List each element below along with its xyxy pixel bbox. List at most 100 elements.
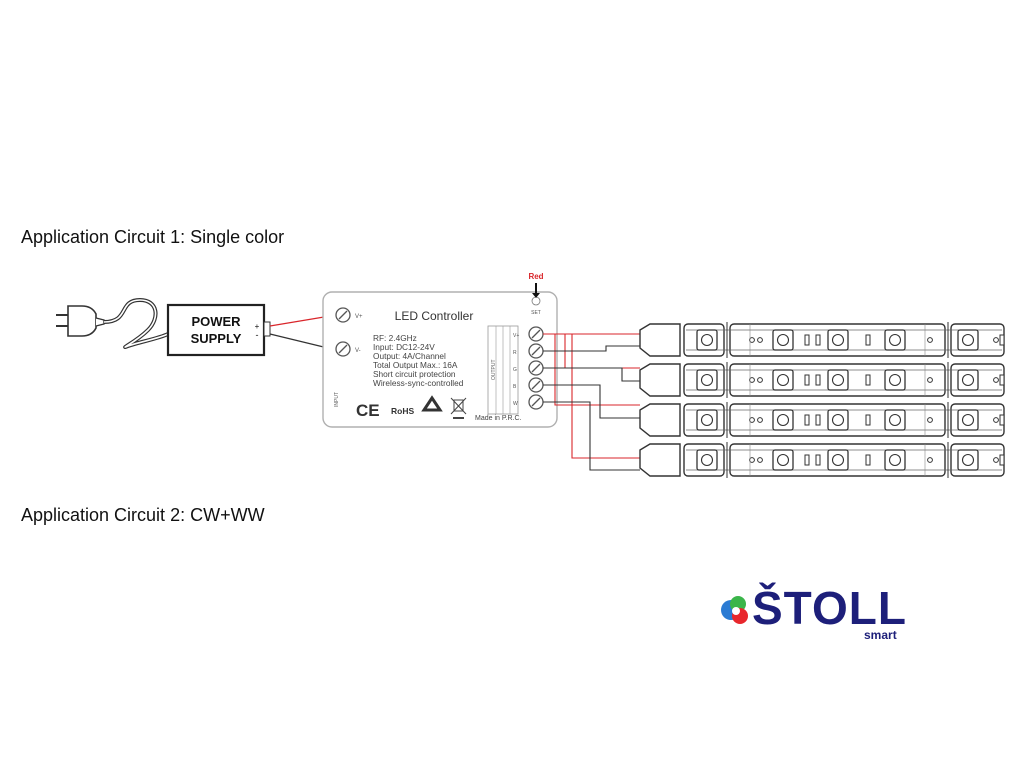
resistor-icon: [865, 374, 871, 386]
led-strip: [639, 442, 1005, 478]
output-screw-icon: [528, 326, 544, 342]
set-button-icon: [531, 296, 541, 306]
strip-connector: [639, 323, 681, 357]
circuit-2-heading: Application Circuit 2: CW+WW: [21, 505, 265, 525]
led-lens-icon: [831, 373, 845, 387]
led-lens-icon: [831, 413, 845, 427]
input-label: INPUT: [334, 392, 340, 407]
spec-line: Output: 4A/Channel: [373, 351, 446, 361]
led-lens-icon: [776, 453, 790, 467]
strip-connector: [639, 443, 681, 477]
solder-pad-icon: [993, 457, 999, 463]
led-lens-icon: [776, 333, 790, 347]
solder-pad-icon: [749, 377, 755, 383]
ps-minus-label: -: [256, 330, 259, 340]
power-supply-line1: POWER: [191, 314, 241, 329]
controller-title: LED Controller: [395, 309, 474, 323]
resistor-icon: [865, 334, 871, 346]
led-lens-icon: [831, 333, 845, 347]
led-strips: [639, 322, 1005, 478]
terminal-label: G: [513, 367, 517, 373]
resistor-icon: [865, 454, 871, 466]
resistor-icon: [804, 454, 810, 466]
terminal-label: V+: [513, 333, 519, 339]
spec-line: Wireless-sync-controlled: [373, 378, 464, 388]
resistor-icon: [999, 334, 1005, 346]
strip-connector: [639, 363, 681, 397]
solder-pad-icon: [927, 337, 933, 343]
led-lens-icon: [831, 453, 845, 467]
stoll-logo: ŠTOLL smart: [718, 582, 928, 646]
rohs-mark: RoHS: [391, 406, 414, 416]
led-lens-icon: [888, 413, 902, 427]
circuit-1-heading: Application Circuit 1: Single color: [21, 227, 285, 247]
led-strip: [639, 322, 1005, 358]
led-strip: [639, 402, 1005, 438]
logo-wordmark: ŠTOLL: [752, 582, 907, 634]
strip-connector: [639, 403, 681, 437]
vplus-label: V+: [355, 314, 363, 320]
solder-pad-icon: [993, 337, 999, 343]
output-label: OUTPUT: [491, 359, 497, 380]
weee-bin-icon: [450, 397, 467, 419]
solder-pad-icon: [749, 457, 755, 463]
solder-pad-icon: [993, 377, 999, 383]
spec-line: Input: DC12-24V: [373, 342, 435, 352]
solder-pad-icon: [749, 337, 755, 343]
resistor-icon: [804, 374, 810, 386]
ps-plus-label: +: [255, 322, 260, 331]
spec-line: Short circuit protection: [373, 369, 456, 379]
led-lens-icon: [961, 453, 975, 467]
output-screw-icon: [528, 343, 544, 359]
led-lens-icon: [888, 333, 902, 347]
solder-pad-icon: [749, 417, 755, 423]
led-controller: V+ V- LED Controller RF: 2.4GHz Input: D…: [322, 291, 558, 428]
solder-pad-icon: [757, 417, 763, 423]
vminus-label: V-: [355, 348, 361, 354]
output-screw-icon: [528, 377, 544, 393]
solder-pad-icon: [757, 337, 763, 343]
set-label: SET: [531, 310, 541, 316]
resistor-icon: [815, 334, 821, 346]
logo-subtitle: smart: [864, 628, 897, 642]
led-lens-icon: [700, 373, 714, 387]
down-arrow-icon: [532, 283, 540, 298]
led-lens-icon: [961, 333, 975, 347]
power-plug-icon: [56, 305, 105, 337]
recycle-icon: [421, 395, 443, 412]
led-lens-icon: [961, 413, 975, 427]
resistor-icon: [804, 414, 810, 426]
solder-pad-icon: [757, 457, 763, 463]
made-in-label: Made in P.R.C.: [475, 415, 522, 422]
spec-line: Total Output Max.: 16A: [373, 360, 458, 370]
led-lens-icon: [888, 453, 902, 467]
resistor-icon: [815, 454, 821, 466]
logo-color-dot-icon: [721, 596, 748, 624]
led-lens-icon: [888, 373, 902, 387]
resistor-icon: [815, 374, 821, 386]
led-lens-icon: [700, 453, 714, 467]
resistor-icon: [999, 374, 1005, 386]
terminal-label: R: [513, 350, 517, 356]
led-strip: [639, 362, 1005, 398]
red-annotation-label: Red: [528, 272, 543, 281]
solder-pad-icon: [927, 457, 933, 463]
resistor-icon: [804, 334, 810, 346]
led-lens-icon: [961, 373, 975, 387]
led-lens-icon: [700, 333, 714, 347]
ce-mark: CE: [356, 401, 380, 420]
spec-line: RF: 2.4GHz: [373, 333, 417, 343]
led-lens-icon: [700, 413, 714, 427]
led-lens-icon: [776, 373, 790, 387]
output-screw-icon: [528, 360, 544, 376]
output-wiring: [543, 333, 640, 471]
solder-pad-icon: [757, 377, 763, 383]
solder-pad-icon: [993, 417, 999, 423]
solder-pad-icon: [927, 377, 933, 383]
resistor-icon: [815, 414, 821, 426]
resistor-icon: [999, 454, 1005, 466]
output-screw-icon: [528, 394, 544, 410]
power-supply: POWER SUPPLY + -: [166, 303, 271, 357]
led-lens-icon: [776, 413, 790, 427]
